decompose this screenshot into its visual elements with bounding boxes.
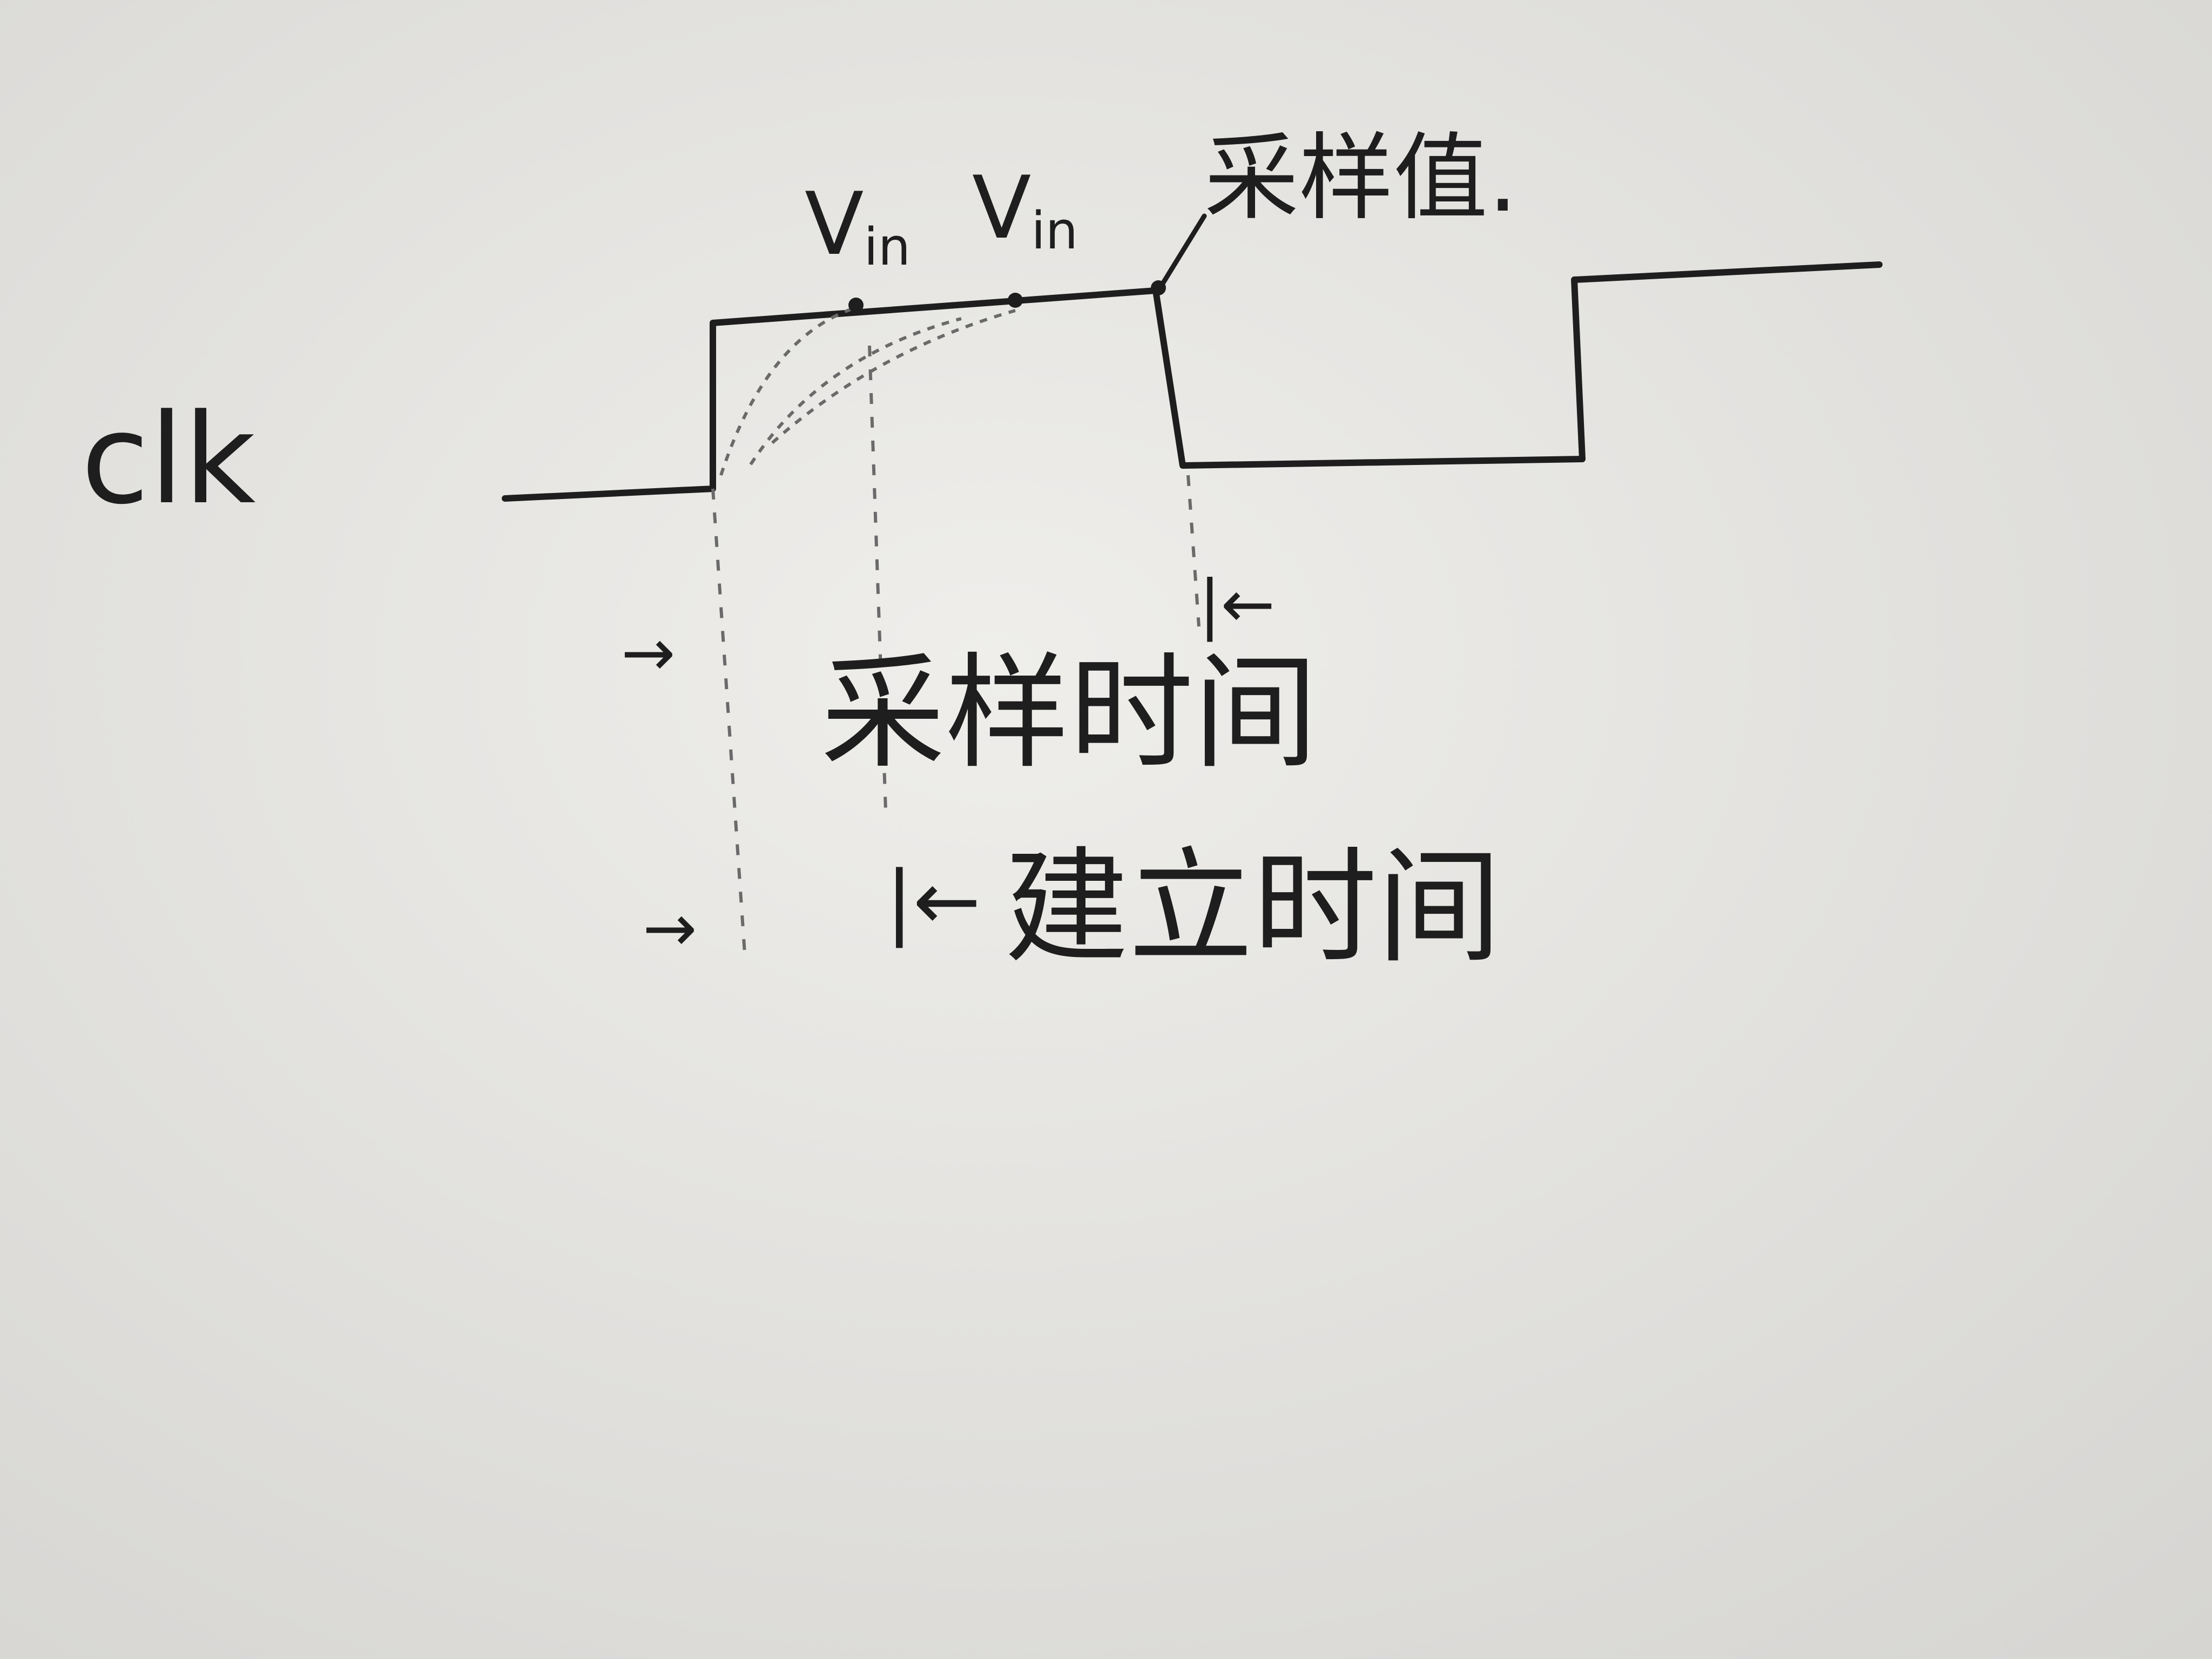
vin-label-1-v: V xyxy=(805,173,864,274)
setup-time-label: 建立时间 xyxy=(1004,836,1501,980)
arrow-right-upper: → xyxy=(621,616,676,691)
vin-label-2-sub: in xyxy=(1031,201,1078,261)
charging-curve-2 xyxy=(749,317,962,466)
vin-label-1-sub: in xyxy=(864,218,911,277)
sample-point-1 xyxy=(848,298,864,313)
guide-line-sampling-start xyxy=(868,345,887,811)
arrow-left-lower: |← xyxy=(886,854,981,948)
charging-curve-1 xyxy=(719,305,859,476)
vin-label-2-v: V xyxy=(972,157,1031,258)
vin-label-1: Vin xyxy=(805,173,911,277)
clk-label: clk xyxy=(81,388,256,532)
charging-curve-3 xyxy=(771,309,1016,444)
sampled-value-pointer xyxy=(1158,213,1207,289)
arrow-left-upper: |← xyxy=(1199,567,1275,642)
guide-line-setup-start xyxy=(711,488,747,962)
sampling-time-label: 采样时间 xyxy=(821,642,1318,786)
vin-label-2: Vin xyxy=(972,157,1078,261)
sample-point-2 xyxy=(1008,293,1023,308)
clock-waveform xyxy=(502,261,1883,502)
guide-line-sampling-end xyxy=(1186,475,1201,627)
arrow-right-lower: → xyxy=(643,891,697,966)
sampled-value-label: 采样值. xyxy=(1204,124,1518,233)
